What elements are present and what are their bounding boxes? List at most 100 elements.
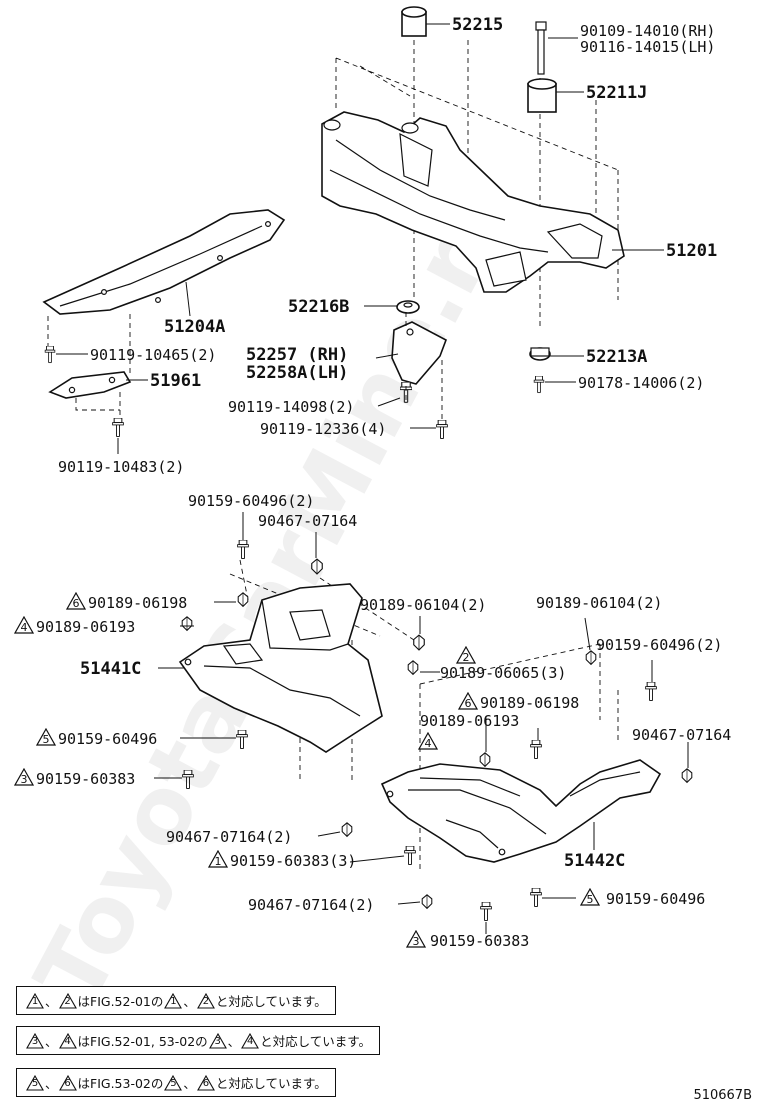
note3-sep-a: 、 [45, 1076, 58, 1091]
label-90159-60496-r: 90159-60496(2) [596, 636, 722, 654]
note1-marker-d: 2 [196, 993, 215, 1009]
svg-text:3: 3 [21, 773, 28, 786]
marker-3-bottom: 3 [406, 930, 426, 948]
stopper-52213a [529, 347, 551, 361]
label-90467-07164-b2: 90467-07164(2) [166, 828, 292, 846]
bushing-52211j [527, 78, 557, 113]
label-90159-60496-l: 90159-60496 [58, 730, 157, 748]
label-90119-10465: 90119-10465(2) [90, 346, 216, 364]
note3-marker-a: 5 [26, 1075, 44, 1091]
undercover-51442c [380, 759, 662, 863]
marker-5-bottom: 5 [580, 888, 600, 906]
note1-marker-c: 1 [164, 993, 183, 1009]
note3-marker-b: 6 [58, 1075, 77, 1091]
crossmember-group [321, 6, 625, 440]
label-90159-60496-top: 90159-60496(2) [188, 492, 314, 510]
clip-90189-06198-r-icon [479, 752, 491, 767]
part-labels: 52215 90109-14010(RH) 90116-14015(LH) 52… [36, 15, 731, 950]
svg-text:6: 6 [465, 697, 472, 710]
brace-group [42, 209, 286, 438]
clip-90189-06065-icon [407, 660, 419, 675]
bolt-90189-06193-r-icon [530, 740, 542, 760]
note3-marker-c: 5 [164, 1075, 183, 1091]
label-90467-07164-b3: 90467-07164(2) [248, 896, 374, 914]
clip-90189-06104-r-icon [585, 650, 597, 665]
under-cover-group [178, 540, 693, 922]
note2-marker-b: 4 [58, 1033, 77, 1049]
bracket-52257-52258a [391, 321, 447, 385]
svg-text:5: 5 [43, 733, 50, 746]
clip-90189-06104-mid-icon [413, 634, 425, 651]
note2-sep-a: 、 [45, 1034, 58, 1049]
label-51204a: 51204A [164, 317, 225, 337]
marker-6-left: 6 [66, 592, 86, 610]
note3-sep-b: 、 [183, 1076, 196, 1091]
note2-sep-b: 、 [227, 1034, 241, 1049]
svg-text:5: 5 [587, 893, 594, 906]
label-90189-06104-mid: 90189-06104(2) [360, 596, 486, 614]
marker-4-left: 4 [14, 616, 34, 634]
label-52216b: 52216B [288, 297, 349, 317]
note3-marker-d: 6 [196, 1075, 215, 1091]
label-90119-10483: 90119-10483(2) [58, 458, 184, 476]
label-90467-07164-top: 90467-07164 [258, 512, 357, 530]
bolt-90119-12336-icon [436, 420, 448, 440]
label-90189-06104-r: 90189-06104(2) [536, 594, 662, 612]
label-51442c: 51442C [564, 851, 625, 871]
note1-sep-b: 、 [183, 994, 196, 1009]
label-52215: 52215 [452, 15, 503, 35]
note3-mid-text: はFIG.53-02の [77, 1076, 164, 1091]
svg-text:4: 4 [21, 621, 28, 634]
label-90159-60383-l: 90159-60383 [36, 770, 135, 788]
bushing-52215 [401, 6, 427, 37]
note1-marker-b: 2 [58, 993, 77, 1009]
washer-52216b [396, 300, 420, 314]
note2-marker-d: 4 [241, 1033, 260, 1049]
clip-90467-07164-b3-icon [421, 894, 433, 909]
label-90189-06193-r: 90189-06193 [420, 712, 519, 730]
note3-end-text: と対応しています。 [215, 1076, 327, 1091]
label-90159-60496-b: 90159-60496 [606, 890, 705, 908]
bolt-90159-60383-b-icon [480, 902, 492, 922]
bolt-90119-10483-icon [112, 418, 124, 438]
marker-4-center: 4 [418, 732, 438, 750]
svg-text:1: 1 [215, 855, 222, 868]
marker-5-left: 5 [36, 728, 56, 746]
label-51961: 51961 [150, 371, 201, 391]
bolt-90159-60383-3-icon [404, 846, 416, 866]
label-90189-06065: 90189-06065(3) [440, 664, 566, 682]
bolt-90178-icon [533, 376, 545, 394]
plate-51961 [48, 371, 132, 399]
note1-end-text: と対応しています。 [215, 994, 327, 1009]
crossmember-51201 [321, 111, 625, 293]
bolt-90109-90116 [535, 21, 547, 75]
label-90116-14015: 90116-14015(LH) [580, 38, 715, 56]
undercover-51441c [178, 583, 383, 753]
svg-text:2: 2 [463, 651, 470, 664]
bolt-90159-60496-r-icon [644, 682, 658, 702]
label-51201: 51201 [666, 241, 717, 261]
label-90189-06198-l: 90189-06198 [88, 594, 187, 612]
label-90109-14010: 90109-14010(RH) [580, 22, 715, 40]
label-90159-60383-b: 90159-60383 [430, 932, 529, 950]
bolt-90119-10465-icon [44, 346, 56, 364]
bolt-90159-60496-b-icon [530, 888, 542, 908]
note1-marker-a: 1 [26, 993, 44, 1009]
note2-end-text: と対応しています。 [260, 1034, 372, 1049]
svg-text:6: 6 [73, 597, 80, 610]
label-51441c: 51441C [80, 659, 141, 679]
marker-2: 2 [456, 646, 476, 664]
note2-mid-text: はFIG.52-01, 53-02の [77, 1034, 208, 1049]
brace-51204a [42, 209, 286, 315]
label-90119-12336: 90119-12336(4) [260, 420, 386, 438]
svg-text:3: 3 [413, 935, 420, 948]
marker-3-left: 3 [14, 768, 34, 786]
clip-90467-07164-r-icon [681, 768, 693, 783]
figure-code: 510667B [693, 1088, 752, 1103]
label-90159-60383-3: 90159-60383(3) [230, 852, 356, 870]
clip-90467-07164-b2-icon [341, 822, 353, 837]
marker-6-right: 6 [458, 692, 478, 710]
label-52257: 52257 (RH) [246, 345, 348, 365]
